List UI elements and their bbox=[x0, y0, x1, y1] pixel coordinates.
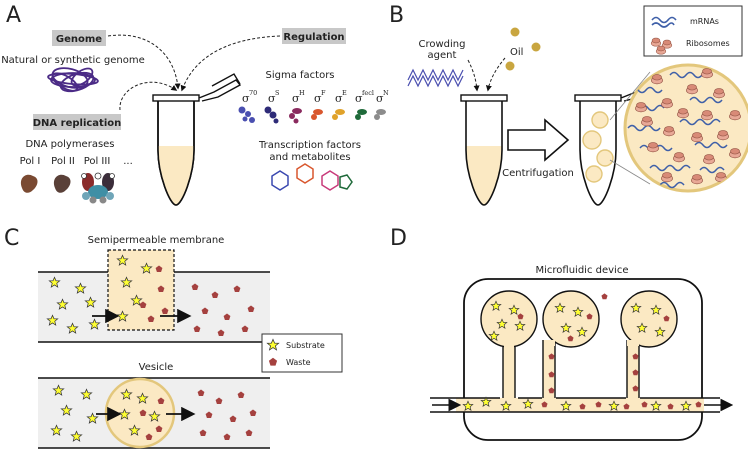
genome-caption: Natural or synthetic genome bbox=[1, 55, 145, 66]
dna-replication-label-box bbox=[33, 114, 121, 130]
dna-polymerases-caption: DNA polymerases bbox=[25, 139, 114, 150]
crowding-agent-zigzag-icon bbox=[407, 68, 464, 82]
sigma-e: σ E bbox=[332, 89, 347, 120]
genome-arrow bbox=[107, 34, 181, 90]
crowding-arrow bbox=[467, 59, 480, 92]
membrane-channel bbox=[38, 249, 270, 343]
sigma-superscript: E bbox=[342, 89, 347, 97]
sigma-superscript: F bbox=[321, 89, 326, 97]
centrifugation-arrow-icon bbox=[507, 118, 570, 162]
pol-label: Pol III bbox=[84, 156, 111, 167]
dna-replication-label: DNA replication bbox=[33, 118, 122, 129]
zoom-line bbox=[609, 159, 651, 185]
membrane-title: Semipermeable membrane bbox=[88, 235, 225, 246]
crowding-agent-line1: Crowding bbox=[419, 39, 466, 50]
panel-c-legend bbox=[261, 333, 343, 373]
oil-droplets-icon bbox=[505, 27, 541, 71]
sigma-fecl-protein-icon bbox=[355, 109, 367, 120]
sigma-symbol: σ bbox=[314, 92, 322, 105]
sigma-superscript: fecl bbox=[362, 89, 374, 97]
panel-a: A Genome Natural or synthetic genome DNA… bbox=[1, 3, 389, 206]
panel-d: D Microfluidic device bbox=[390, 226, 734, 441]
membrane-compartment bbox=[107, 249, 175, 331]
crowding-agent-zigzag-icon bbox=[407, 74, 464, 88]
mrna-legend-icon bbox=[651, 22, 675, 28]
chamber-neck bbox=[627, 340, 639, 346]
legend-ribosomes: Ribosomes bbox=[686, 39, 730, 48]
sigma-f-protein-icon bbox=[311, 109, 323, 120]
pol-label: Pol II bbox=[51, 156, 75, 167]
regulation-arrow bbox=[180, 35, 281, 92]
sigma-s: σ S bbox=[264, 89, 279, 124]
sigma-symbol: σ bbox=[355, 92, 363, 105]
mrna-legend-icon bbox=[651, 16, 677, 24]
sigma-70-protein-icon bbox=[238, 106, 255, 123]
sigma-superscript: H bbox=[299, 89, 305, 97]
legend-mrnas: mRNAs bbox=[690, 17, 719, 26]
pol-i-icon bbox=[20, 174, 38, 193]
panel-a-letter: A bbox=[6, 3, 21, 28]
centrifugation-label: Centrifugation bbox=[502, 168, 574, 179]
sigma-superscript: S bbox=[275, 89, 279, 97]
regulation-label: Regulation bbox=[283, 32, 344, 43]
sigma-e-protein-icon bbox=[332, 109, 345, 120]
tf-title-line2: and metabolites bbox=[269, 152, 350, 163]
sigma-fecl: σ fecl bbox=[355, 89, 374, 120]
reaction-tube-a-icon bbox=[152, 73, 242, 206]
legend-waste: Waste bbox=[286, 358, 311, 367]
pol-label: ... bbox=[123, 156, 133, 167]
device-title: Microfluidic device bbox=[536, 265, 629, 276]
genome-coil-icon bbox=[47, 67, 99, 93]
panel-c: C Semipermeable membrane bbox=[4, 226, 343, 449]
sigma-f: σ F bbox=[311, 89, 326, 120]
sigma-h-protein-icon bbox=[289, 108, 302, 124]
panel-c-letter: C bbox=[4, 226, 19, 251]
sigma-superscript: N bbox=[383, 89, 389, 97]
genome-label-box bbox=[52, 30, 106, 46]
sigma-s-protein-icon bbox=[264, 106, 279, 124]
sigma-symbol: σ bbox=[242, 92, 250, 105]
panel-b: B mRNAs Ribosomes Crowding agent Oil bbox=[389, 3, 748, 206]
panel-b-letter: B bbox=[389, 3, 404, 28]
tf-title-line1: Transcription factors bbox=[258, 140, 361, 151]
zoom-line bbox=[609, 71, 651, 121]
zoomed-droplet-contents bbox=[627, 68, 741, 189]
panel-d-letter: D bbox=[390, 226, 407, 251]
crowding-agent-line2: agent bbox=[428, 50, 457, 61]
regulation-label-box bbox=[282, 28, 346, 44]
metabolite-shapes-icon bbox=[271, 163, 353, 191]
sigma-symbol: σ bbox=[292, 92, 300, 105]
sigma-symbol: σ bbox=[335, 92, 343, 105]
sigma-symbol: σ bbox=[268, 92, 276, 105]
sigma-n-protein-icon bbox=[374, 109, 386, 120]
reaction-tube-b1-icon bbox=[460, 94, 508, 206]
pol-ii-icon bbox=[53, 174, 71, 193]
sigma-factors-title: Sigma factors bbox=[265, 70, 334, 81]
genome-label: Genome bbox=[56, 34, 102, 45]
vesicle-channel bbox=[38, 377, 270, 449]
sigma-n: σ N bbox=[374, 89, 389, 120]
sigma-factor-list: σ 70 σ S σ H σ F σ E bbox=[238, 89, 389, 124]
oil-label: Oil bbox=[510, 47, 523, 58]
pol-label: Pol I bbox=[20, 156, 41, 167]
replication-arrow bbox=[119, 81, 178, 111]
vesicle-title: Vesicle bbox=[139, 362, 174, 373]
sigma-h: σ H bbox=[289, 89, 305, 124]
oil-arrow bbox=[485, 57, 506, 92]
sigma-superscript: 70 bbox=[249, 89, 257, 97]
main-channel bbox=[456, 398, 704, 412]
sigma-70: σ 70 bbox=[238, 89, 257, 123]
chamber-neck bbox=[549, 340, 555, 346]
legend-substrate: Substrate bbox=[286, 341, 325, 350]
reaction-tube-b2-icon bbox=[574, 79, 662, 206]
zoomed-droplet bbox=[623, 63, 748, 193]
sigma-symbol: σ bbox=[376, 92, 384, 105]
pol-iii-icon bbox=[81, 172, 115, 204]
